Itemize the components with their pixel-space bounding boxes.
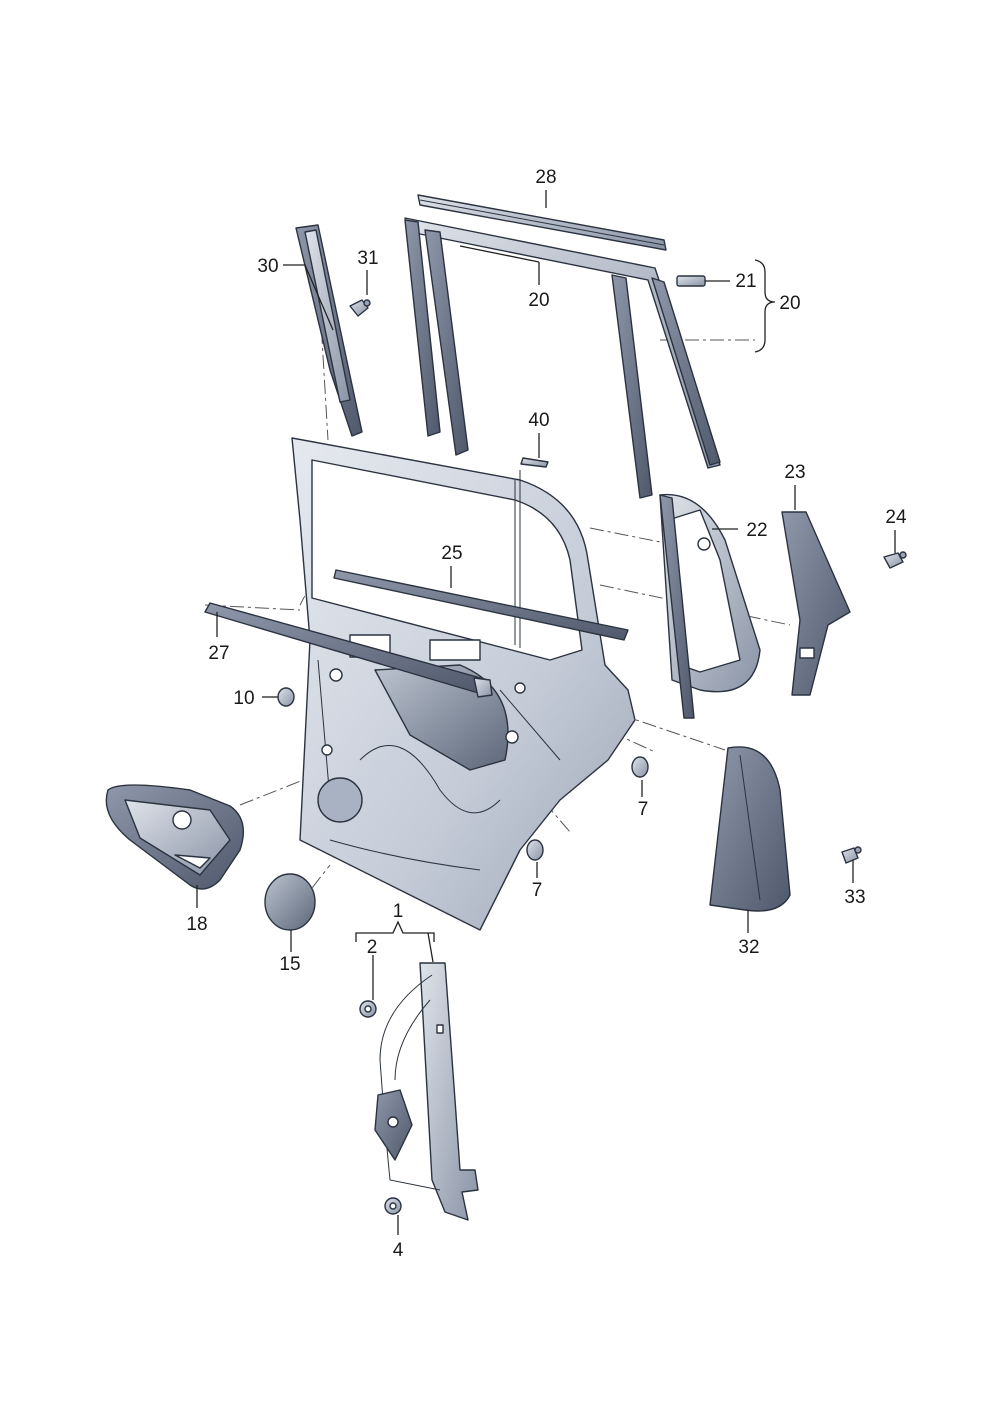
part-2-nut	[359, 1000, 377, 1018]
part-40-tab	[520, 457, 549, 468]
callout-23: 23	[784, 462, 805, 483]
part-20-window-frame	[404, 217, 721, 499]
callout-28: 28	[535, 167, 556, 188]
callout-20-group: 20	[779, 293, 800, 314]
callout-40: 40	[528, 410, 549, 431]
leader-lines	[196, 190, 896, 1235]
callout-labels: 28 30 31 20 21 20 40 23 24 22 25 27 10 7…	[186, 167, 907, 1261]
part-25-waist-seal	[333, 569, 629, 641]
callout-30: 30	[257, 256, 278, 277]
callout-20-frame: 20	[528, 290, 549, 311]
part-7-plugs	[526, 756, 649, 861]
part-30-pillar-trim	[295, 224, 363, 437]
callout-10: 10	[233, 688, 254, 709]
part-21-bolt	[676, 275, 706, 287]
callout-27: 27	[208, 643, 229, 664]
callout-24: 24	[885, 507, 907, 528]
part-33-clip	[841, 846, 862, 864]
callout-15: 15	[279, 954, 300, 975]
part-24-clip	[883, 551, 907, 569]
part-18-insulation-panel	[105, 784, 244, 890]
part-1-window-regulator	[374, 962, 479, 1221]
part-23-pillar-cover	[781, 511, 851, 696]
part-22-pillar-trim	[659, 493, 761, 719]
callout-4: 4	[393, 1240, 404, 1261]
callout-32: 32	[738, 937, 759, 958]
part-31-clip	[349, 299, 371, 317]
callout-7-right: 7	[638, 799, 649, 820]
callout-1: 1	[393, 901, 404, 922]
part-10-plug	[277, 687, 295, 707]
callout-21: 21	[735, 271, 756, 292]
part-27-waist-seal	[204, 602, 493, 698]
callout-18: 18	[186, 914, 207, 935]
callout-2: 2	[367, 937, 378, 958]
callout-33: 33	[844, 887, 865, 908]
part-32-triangle-cover	[709, 746, 791, 912]
part-4-nut	[384, 1197, 402, 1215]
callout-25: 25	[441, 543, 462, 564]
part-15-cover-cap	[264, 873, 316, 931]
callout-7-lower: 7	[532, 880, 543, 901]
callout-22: 22	[746, 520, 767, 541]
part-28-window-strip	[417, 194, 667, 251]
callout-31: 31	[357, 248, 378, 269]
